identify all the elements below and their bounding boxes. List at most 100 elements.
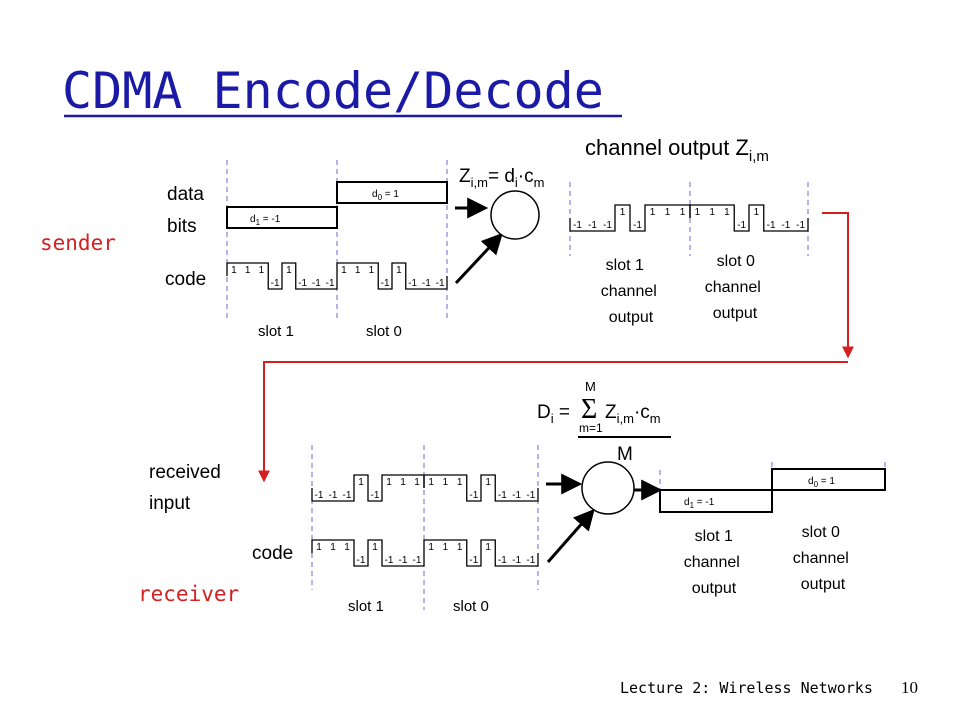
receiver-code-slot1-waveform-chip-label: 1	[344, 542, 350, 553]
sender-code-slot1-waveform-chip-label: -1	[326, 278, 335, 289]
sender-slot0-label: slot 0	[366, 323, 402, 340]
receiver-input-slot1-waveform-chip-label: 1	[386, 477, 392, 488]
sender-code-slot0-waveform-chip-label: 1	[355, 265, 361, 276]
receiver-input-slot0-waveform-chip-label: -1	[498, 490, 507, 501]
sender-slot1-output-caption: slot 1 channel output	[601, 257, 662, 326]
receiver-code-slot1-waveform-chip-label: 1	[330, 542, 336, 553]
sender-slot0-output-caption: slot 0 channel output	[705, 253, 766, 322]
decode-formula-sigma: Σ	[581, 394, 597, 425]
sender-output-slot1-waveform-chip-label: 1	[620, 207, 626, 218]
receiver-input-slot1-waveform-chip-label: 1	[358, 477, 364, 488]
sender-output-slot1-waveform-chip-label: -1	[573, 220, 582, 231]
receiver-input-slot1-waveform-chip-label: -1	[329, 490, 338, 501]
receiver-code-slot0-waveform-trace	[423, 539, 539, 567]
decode-formula-denominator: M	[617, 444, 633, 465]
page-title: CDMA Encode/Decode	[62, 62, 604, 120]
receiver-code-slot1-waveform-chip-label: -1	[357, 555, 366, 566]
sender-output-slot0-waveform-chip-label: -1	[796, 220, 805, 231]
receiver-input-slot1-waveform-chip-label: 1	[414, 477, 420, 488]
sender-label: sender	[40, 231, 116, 255]
receiver-input-slot1-waveform-chip-label: -1	[343, 490, 352, 501]
decode-formula-lower-limit: m=1	[579, 421, 603, 435]
receiver-code-slot0-waveform-chip-label: 1	[443, 542, 449, 553]
receiver-input-slot0-waveform-chip-label: 1	[485, 477, 491, 488]
receiver-input-slot0-waveform-trace	[423, 474, 539, 502]
receiver-code-slot0-waveform-chip-label: -1	[498, 555, 507, 566]
receiver-input-slot0-waveform-chip-label: 1	[443, 477, 449, 488]
sender-output-slot1-waveform-chip-label: -1	[588, 220, 597, 231]
decoded-d0-label: d0 = 1	[808, 476, 835, 489]
sender-output-slot0-waveform-trace	[689, 204, 809, 232]
receiver-label: receiver	[138, 582, 239, 606]
sender-code-label: code	[165, 269, 206, 290]
receiver-input-slot0-waveform-chip-label: 1	[457, 477, 463, 488]
sender-output-slot0-waveform-chip-label: -1	[767, 220, 776, 231]
sender-code-slot1-waveform-chip-label: 1	[259, 265, 265, 276]
sender-multiplier-circle	[490, 190, 540, 240]
received-input-label-line1: received	[149, 462, 221, 483]
decode-formula: Di =	[537, 402, 570, 426]
receiver-code-arrow	[546, 508, 595, 563]
sender-output-slot0-waveform-chip-label: 1	[754, 207, 760, 218]
page-number: 10	[901, 678, 918, 697]
sender-code-slot0-waveform-chip-label: -1	[408, 278, 417, 289]
sender-code-slot1-waveform-chip-label: 1	[286, 265, 292, 276]
sender-code-slot1-waveform-chip-label: -1	[312, 278, 321, 289]
receiver-code-slot1-waveform-trace	[311, 539, 425, 567]
sender-code-slot1-waveform-chip-label: -1	[271, 278, 280, 289]
sender-code-slot1-waveform-chip-label: -1	[298, 278, 307, 289]
receiver-slot1-label: slot 1	[348, 598, 384, 615]
receiver-input-slot0-waveform-chip-label: 1	[428, 477, 434, 488]
data-bits-label-line2: bits	[167, 216, 197, 237]
sender-output-slot0-waveform-chip-label: -1	[781, 220, 790, 231]
receiver-code-slot0-waveform-chip-label: 1	[457, 542, 463, 553]
receiver-code-slot0-waveform-chip-label: 1	[428, 542, 434, 553]
decode-formula-upper-limit: M	[585, 379, 596, 394]
receiver-input-slot1-waveform-chip-label: -1	[315, 490, 324, 501]
sender-code-slot0-waveform-chip-label: 1	[341, 265, 347, 276]
receiver-code-slot0-waveform-chip-label: -1	[526, 555, 535, 566]
sender-code-slot1-waveform-chip-label: 1	[231, 265, 237, 276]
sender-output-slot1-waveform-chip-label: 1	[650, 207, 656, 218]
decode-formula-body: Zi,m·cm	[605, 402, 661, 426]
sender-output-slot1-waveform-chip-label: 1	[665, 207, 671, 218]
data-bits-label-line1: data	[167, 184, 204, 205]
receiver-code-slot1-waveform-chip-label: -1	[399, 555, 408, 566]
channel-output-title: channel output Zi,m	[585, 135, 769, 165]
receiver-input-slot1-waveform-trace	[311, 474, 425, 502]
sender-code-slot1-waveform-chip-label: 1	[245, 265, 251, 276]
flow-arrow-back	[258, 361, 848, 483]
receiver-code-slot1-waveform-chip-label: 1	[372, 542, 378, 553]
sender-code-slot0-waveform-chip-label: 1	[369, 265, 375, 276]
receiver-code-slot1-waveform-chip-label: -1	[413, 555, 422, 566]
sender-bit-d0	[336, 181, 448, 204]
sender-output-slot0-waveform-chip-label: -1	[737, 220, 746, 231]
sender-d0-label: d0 = 1	[372, 189, 399, 202]
receiver-code-slot1-waveform-chip-label: 1	[316, 542, 322, 553]
receiver-input-slot0-waveform-chip-label: -1	[512, 490, 521, 501]
footer-text: Lecture 2: Wireless Networks	[620, 679, 873, 697]
received-input-label-line2: input	[149, 493, 191, 514]
receiver-input-slot0-waveform-chip-label: -1	[526, 490, 535, 501]
sender-code-slot0-waveform-chip-label: -1	[422, 278, 431, 289]
decoded-d1-label: d1 = -1	[684, 497, 715, 510]
receiver-code-slot0-waveform-chip-label: 1	[485, 542, 491, 553]
sender-output-slot1-waveform-chip-label: -1	[633, 220, 642, 231]
receiver-input-slot1-waveform-chip-label: -1	[371, 490, 380, 501]
sender-code-slot1-waveform-trace	[226, 262, 338, 290]
receiver-input-slot1-waveform-chip-label: 1	[400, 477, 406, 488]
sender-code-slot0-waveform-trace	[336, 262, 448, 290]
sender-formula: Zi,m= di·cm	[459, 166, 544, 190]
receiver-code-slot0-waveform-chip-label: -1	[512, 555, 521, 566]
flow-arrow-down	[822, 212, 854, 359]
sender-output-slot0-waveform-chip-label: 1	[695, 207, 701, 218]
sender-d1-label: d1 = -1	[250, 214, 281, 227]
receiver-code-label: code	[252, 543, 293, 564]
sender-output-slot1-waveform-trace	[569, 204, 691, 232]
